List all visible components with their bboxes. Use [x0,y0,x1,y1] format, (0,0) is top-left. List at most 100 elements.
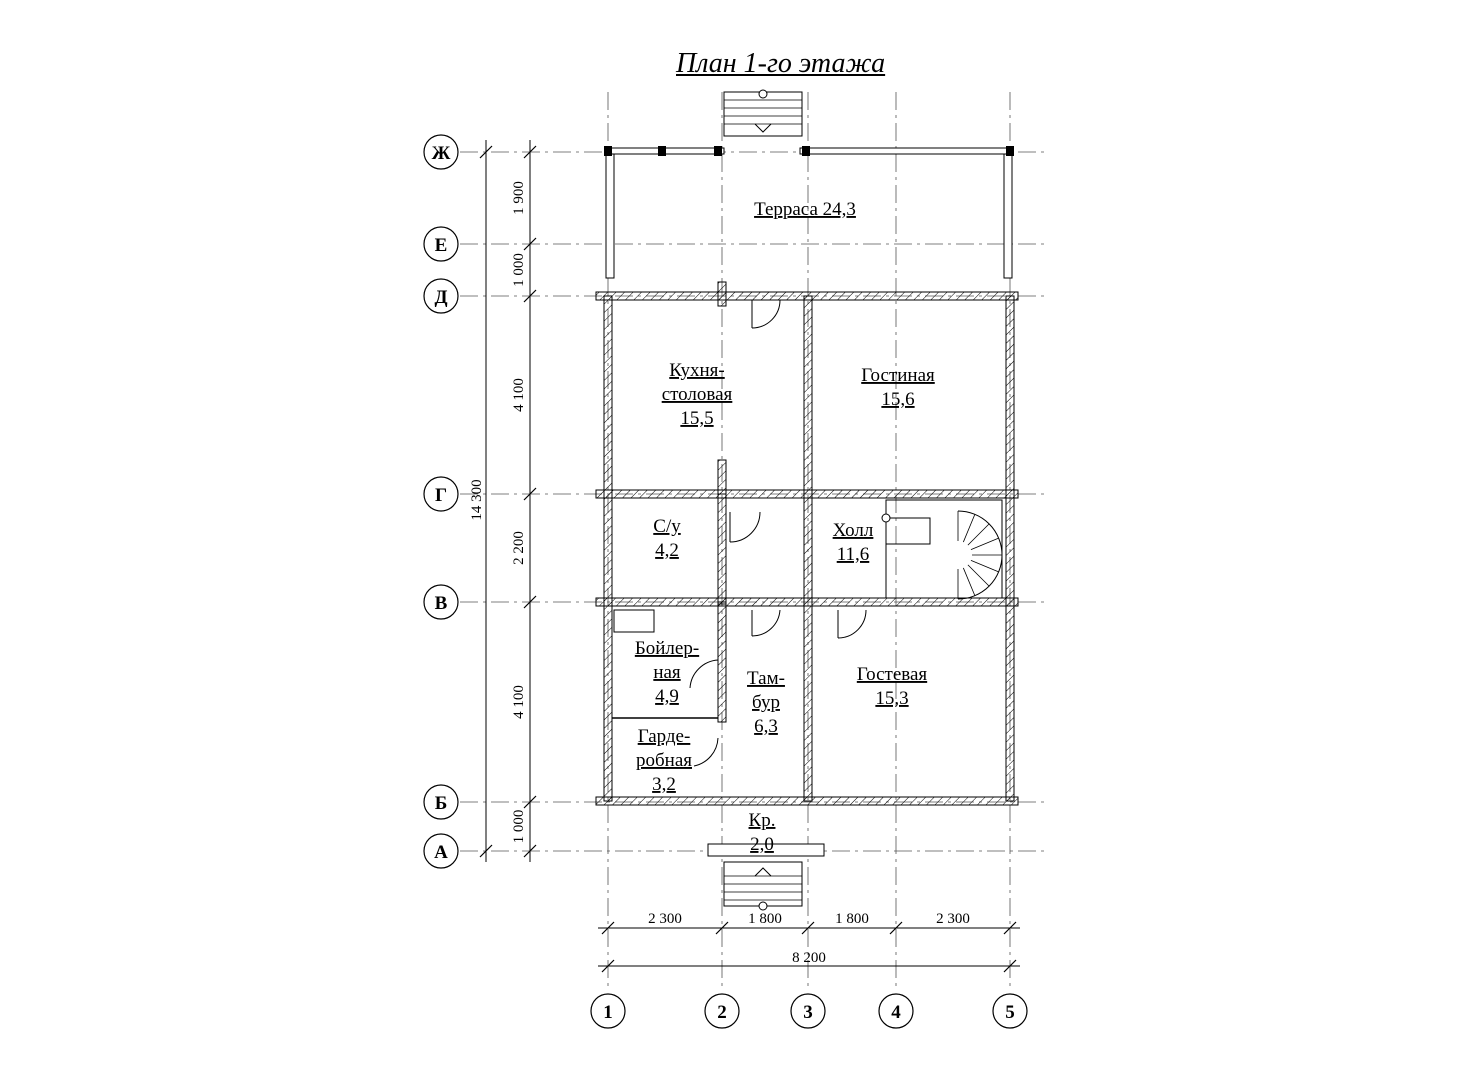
axis-bubble-row [423,584,459,620]
dim-tick [479,145,493,159]
porch-mark [758,89,768,99]
stair-curve [957,510,1003,600]
axis-label-row: Д [434,287,447,308]
axis-label-col: 1 [603,1002,613,1023]
axis-label-col: 5 [1005,1002,1015,1023]
wall-axis-3 [803,295,813,802]
stair-step [962,567,976,596]
room-label: 15,3 [875,688,908,709]
terrace-post [1006,146,1014,156]
dim-text-row: 4 100 [511,378,527,412]
axis-bubble-col [590,993,626,1029]
room-label: Там- [747,668,785,689]
axis-label-col: 3 [803,1002,813,1023]
stair-step [970,537,999,551]
dim-tick [1003,959,1017,973]
axis-bubble-row [423,226,459,262]
dim-text-row: 1 000 [511,253,527,287]
room-label: 15,5 [680,408,713,429]
dim-tick [479,844,493,858]
door-swing [729,511,761,543]
axis-bubble-row [423,784,459,820]
door-swing [751,609,781,637]
room-label: 11,6 [837,544,870,565]
dim-tick [523,844,537,858]
axis-label-row: В [435,593,448,614]
wall-axis-2-boiler [717,601,727,723]
room-label: Гостиная [861,365,935,386]
door-swing [689,659,719,689]
terrace-rail-left [605,147,615,279]
dim-text-row: 1 900 [511,181,527,215]
axis-label-row: Г [435,485,447,506]
room-label: Бойлер- [635,638,699,659]
axis-bubble-row [423,278,459,314]
room-label: Гостевая [857,664,928,685]
door-swing [837,609,867,639]
wall-axis-5 [1005,295,1015,802]
dim-tick [523,289,537,303]
porch-mark [758,901,768,911]
room-label: С/у [653,516,681,537]
room-label: 4,9 [655,686,679,707]
room-label: Холл [833,520,874,541]
axis-bubble-row [423,134,459,170]
dim-text-col: 2 300 [936,911,970,927]
axis-bubble-row [423,833,459,869]
axis-label-row: Е [435,235,448,256]
room-label: Кухня- [669,360,724,381]
dim-text-row: 4 100 [511,685,527,719]
terrace-rail-right [1003,147,1013,279]
porch-arrow [754,867,772,877]
room-label: Кр. [749,810,776,831]
room-label: 15,6 [881,389,914,410]
dim-tick [523,795,537,809]
terrace-post [714,146,722,156]
dim-tick [889,921,903,935]
terrace-post [604,146,612,156]
room-label: бур [752,692,780,713]
axis-label-row: Ж [432,143,451,164]
stair-step [962,514,976,543]
room-label: Терраса 24,3 [754,199,856,220]
room-label: робная [636,750,692,771]
dim-tick [601,921,615,935]
dim-text-total-width: 8 200 [792,950,826,966]
plan-title: План 1-го этажа [676,48,886,79]
axis-bubble-col [704,993,740,1029]
staircase-newel [881,513,891,523]
dim-tick [523,487,537,501]
stair-step [970,559,999,573]
axis-bubble-row [423,476,459,512]
wall-axis-2-stub2 [717,459,727,495]
terrace-rail-top-right [799,147,1013,155]
stair-step [967,564,990,587]
porch-landing [707,843,825,857]
axis-label-col: 4 [891,1002,901,1023]
wall-axis-2-stub [717,281,727,307]
dim-tick [523,237,537,251]
axis-label-row: Б [435,793,448,814]
room-label: 3,2 [652,774,676,795]
axis-bubble-col [790,993,826,1029]
dim-tick [801,921,815,935]
dim-text-row: 1 000 [511,810,527,844]
stair-step [967,523,990,546]
room-label: Гарде- [638,726,691,747]
wall-axis-2-su [717,493,727,605]
axis-bubble-col [878,993,914,1029]
dim-tick [715,921,729,935]
room-label: ная [653,662,681,683]
dim-tick [523,595,537,609]
dim-text-total-height: 14 300 [469,479,485,520]
room-label: 2,0 [750,834,774,855]
boiler-unit [613,609,655,633]
staircase-outline [885,499,1003,599]
dim-text-col: 1 800 [835,911,869,927]
room-label: 6,3 [754,716,778,737]
porch-arrow [754,123,772,133]
dim-text-col: 2 300 [648,911,682,927]
terrace-post [658,146,666,156]
terrace-post [802,146,810,156]
